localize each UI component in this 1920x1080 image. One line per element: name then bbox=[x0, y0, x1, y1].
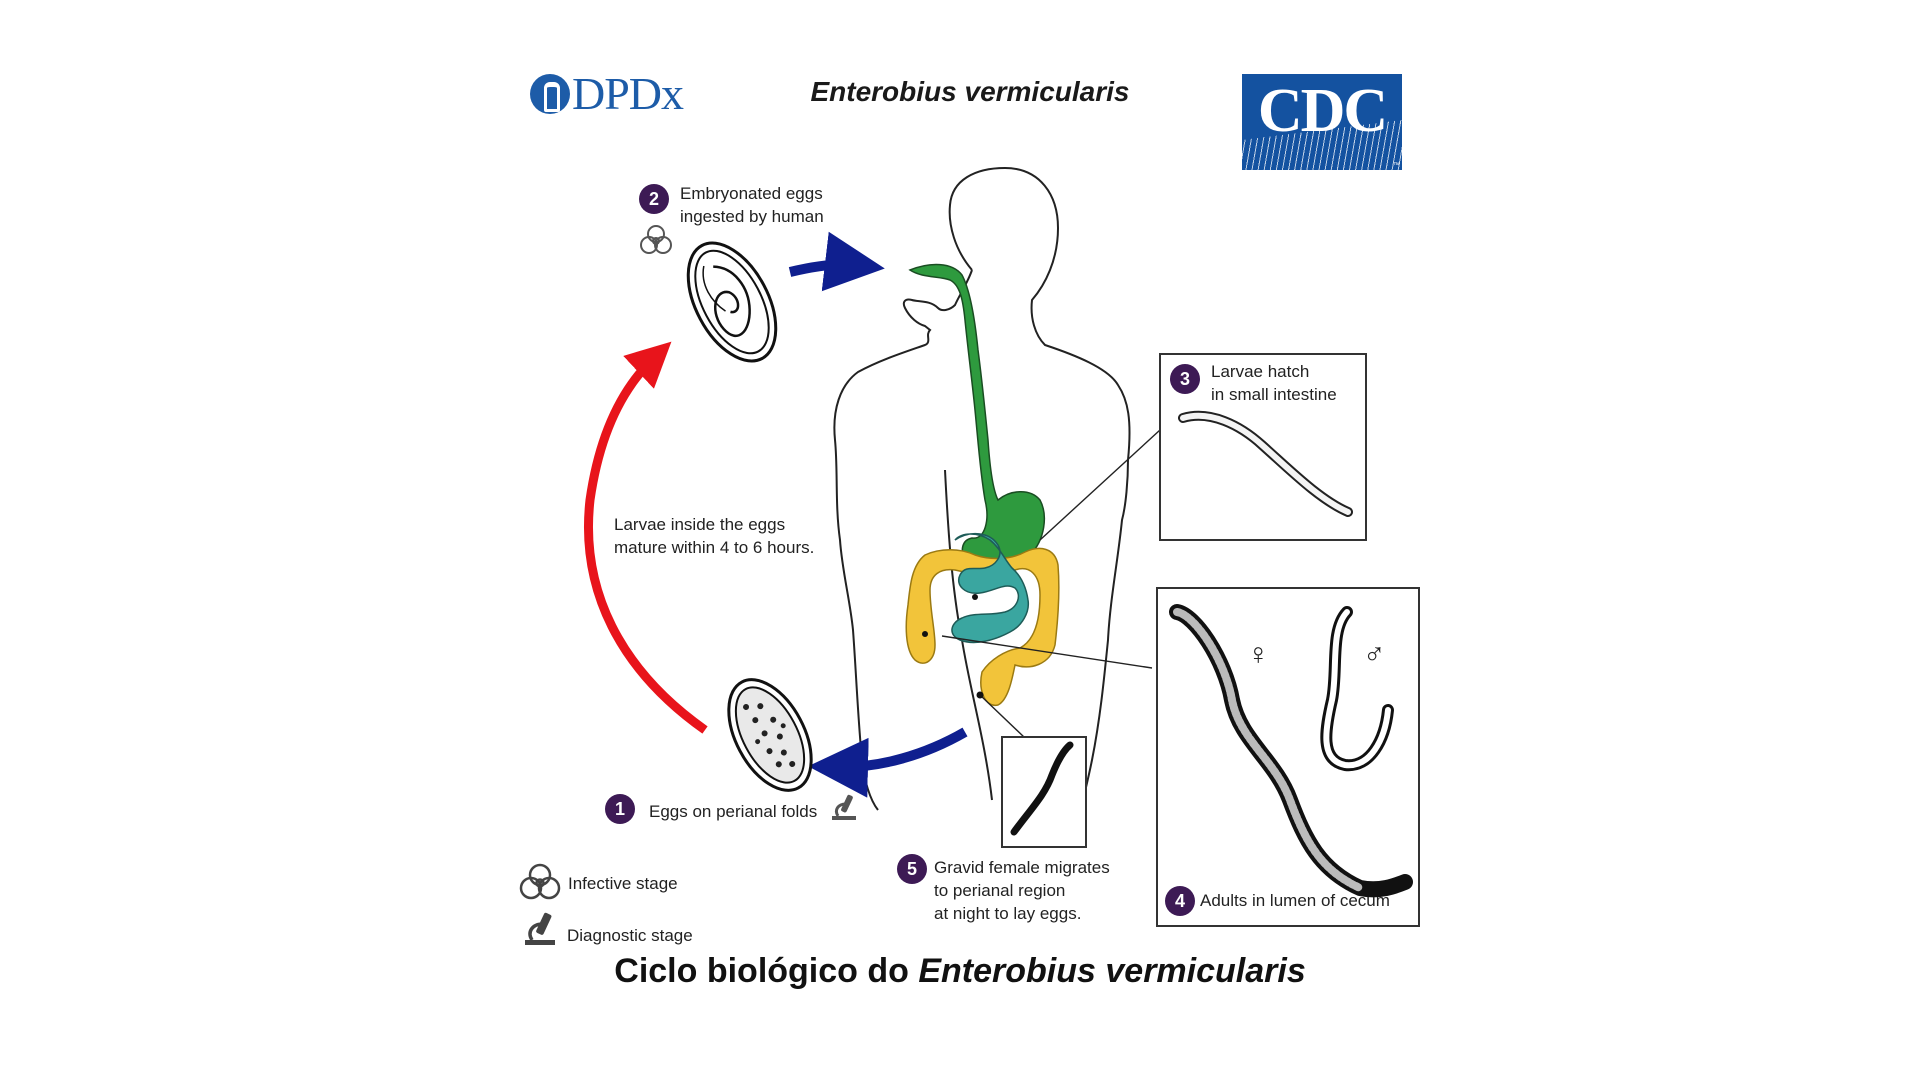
diagram-title: Enterobius vermicularis bbox=[810, 76, 1130, 107]
step-4-label: Adults in lumen of cecum bbox=[1200, 891, 1390, 910]
step-1-badge: 1 bbox=[605, 794, 635, 824]
maturation-arrow bbox=[584, 341, 708, 734]
step-3-label: Larvae hatch in small intestine bbox=[1211, 362, 1337, 404]
legend-diagnostic-stage: Diagnostic stage bbox=[567, 926, 693, 945]
step-2-badge: 2 bbox=[639, 184, 669, 214]
cdc-logo-text: CDC bbox=[1257, 77, 1388, 145]
ingestion-arrow bbox=[788, 231, 885, 292]
gravid-female-worm bbox=[1010, 741, 1074, 836]
female-symbol: ♀ bbox=[1247, 638, 1270, 671]
male-symbol: ♂ bbox=[1363, 638, 1386, 671]
cdc-logo: CDC ™ bbox=[1242, 74, 1402, 170]
figure-caption: Ciclo biológico do Enterobius vermicular… bbox=[614, 952, 1306, 990]
step-4-badge: 4 bbox=[1165, 886, 1195, 916]
cecum-point bbox=[922, 631, 928, 637]
biohazard-icon-step2 bbox=[640, 225, 672, 254]
legend-infective-stage: Infective stage bbox=[568, 874, 678, 893]
dpdx-logo-icon bbox=[530, 74, 570, 114]
embryonated-egg bbox=[686, 241, 778, 363]
microscope-icon-legend bbox=[525, 912, 555, 945]
maturation-note: Larvae inside the eggs mature within 4 t… bbox=[614, 515, 815, 557]
step-1-label: Eggs on perianal folds bbox=[649, 802, 818, 821]
callout-lines bbox=[941, 429, 1161, 739]
step-2-label: Embryonated eggs ingested by human bbox=[680, 184, 824, 226]
perianal-egg bbox=[727, 678, 813, 792]
anus-point bbox=[976, 691, 984, 699]
step-5-label: Gravid female migrates to perianal regio… bbox=[934, 858, 1110, 923]
human-body-outline bbox=[833, 166, 1131, 811]
microscope-icon-step1 bbox=[832, 794, 856, 820]
esophagus-stomach bbox=[908, 263, 1046, 568]
biohazard-icon-legend bbox=[519, 863, 561, 900]
intestine-point bbox=[972, 594, 978, 600]
egg-deposit-arrow bbox=[808, 727, 968, 798]
step-3-badge: 3 bbox=[1170, 364, 1200, 394]
small-intestine bbox=[951, 533, 1030, 644]
step-5-badge: 5 bbox=[897, 854, 927, 884]
dpdx-logo-text: DPDx bbox=[572, 68, 684, 119]
dpdx-logo: DPDx bbox=[530, 68, 684, 119]
